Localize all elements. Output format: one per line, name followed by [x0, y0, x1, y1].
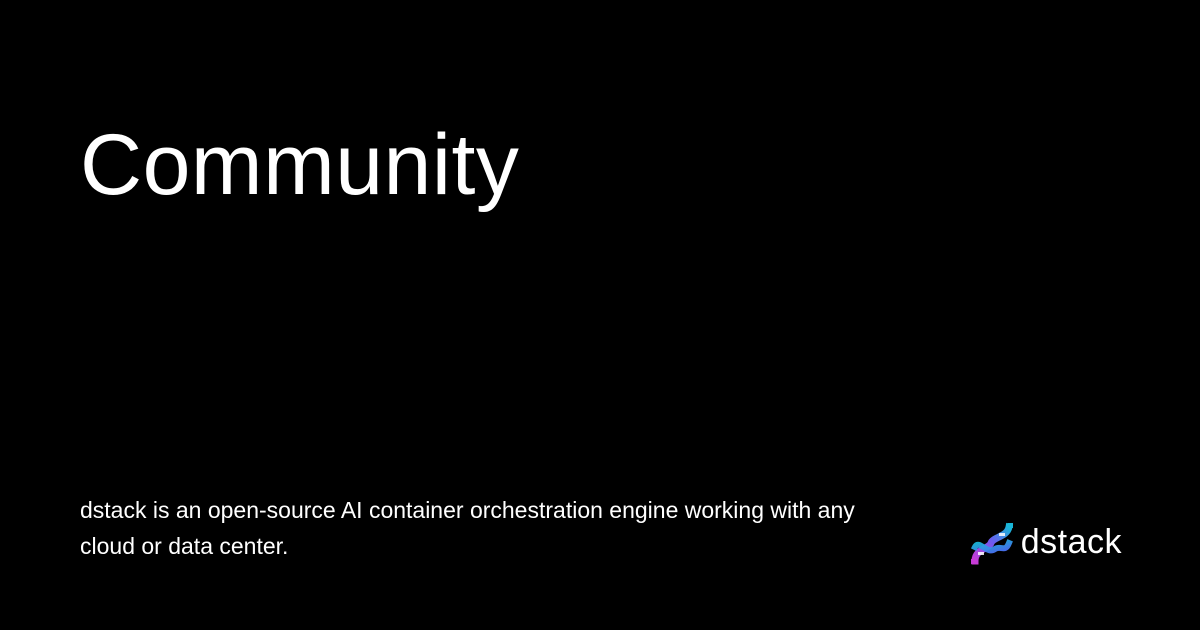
brand-lockup: dstack	[969, 520, 1122, 568]
dstack-helix-logo-icon	[970, 522, 1013, 565]
brand-name: dstack	[1020, 523, 1122, 561]
page-description: dstack is an open-source AI container or…	[80, 497, 855, 559]
page-title: Community	[80, 117, 520, 213]
